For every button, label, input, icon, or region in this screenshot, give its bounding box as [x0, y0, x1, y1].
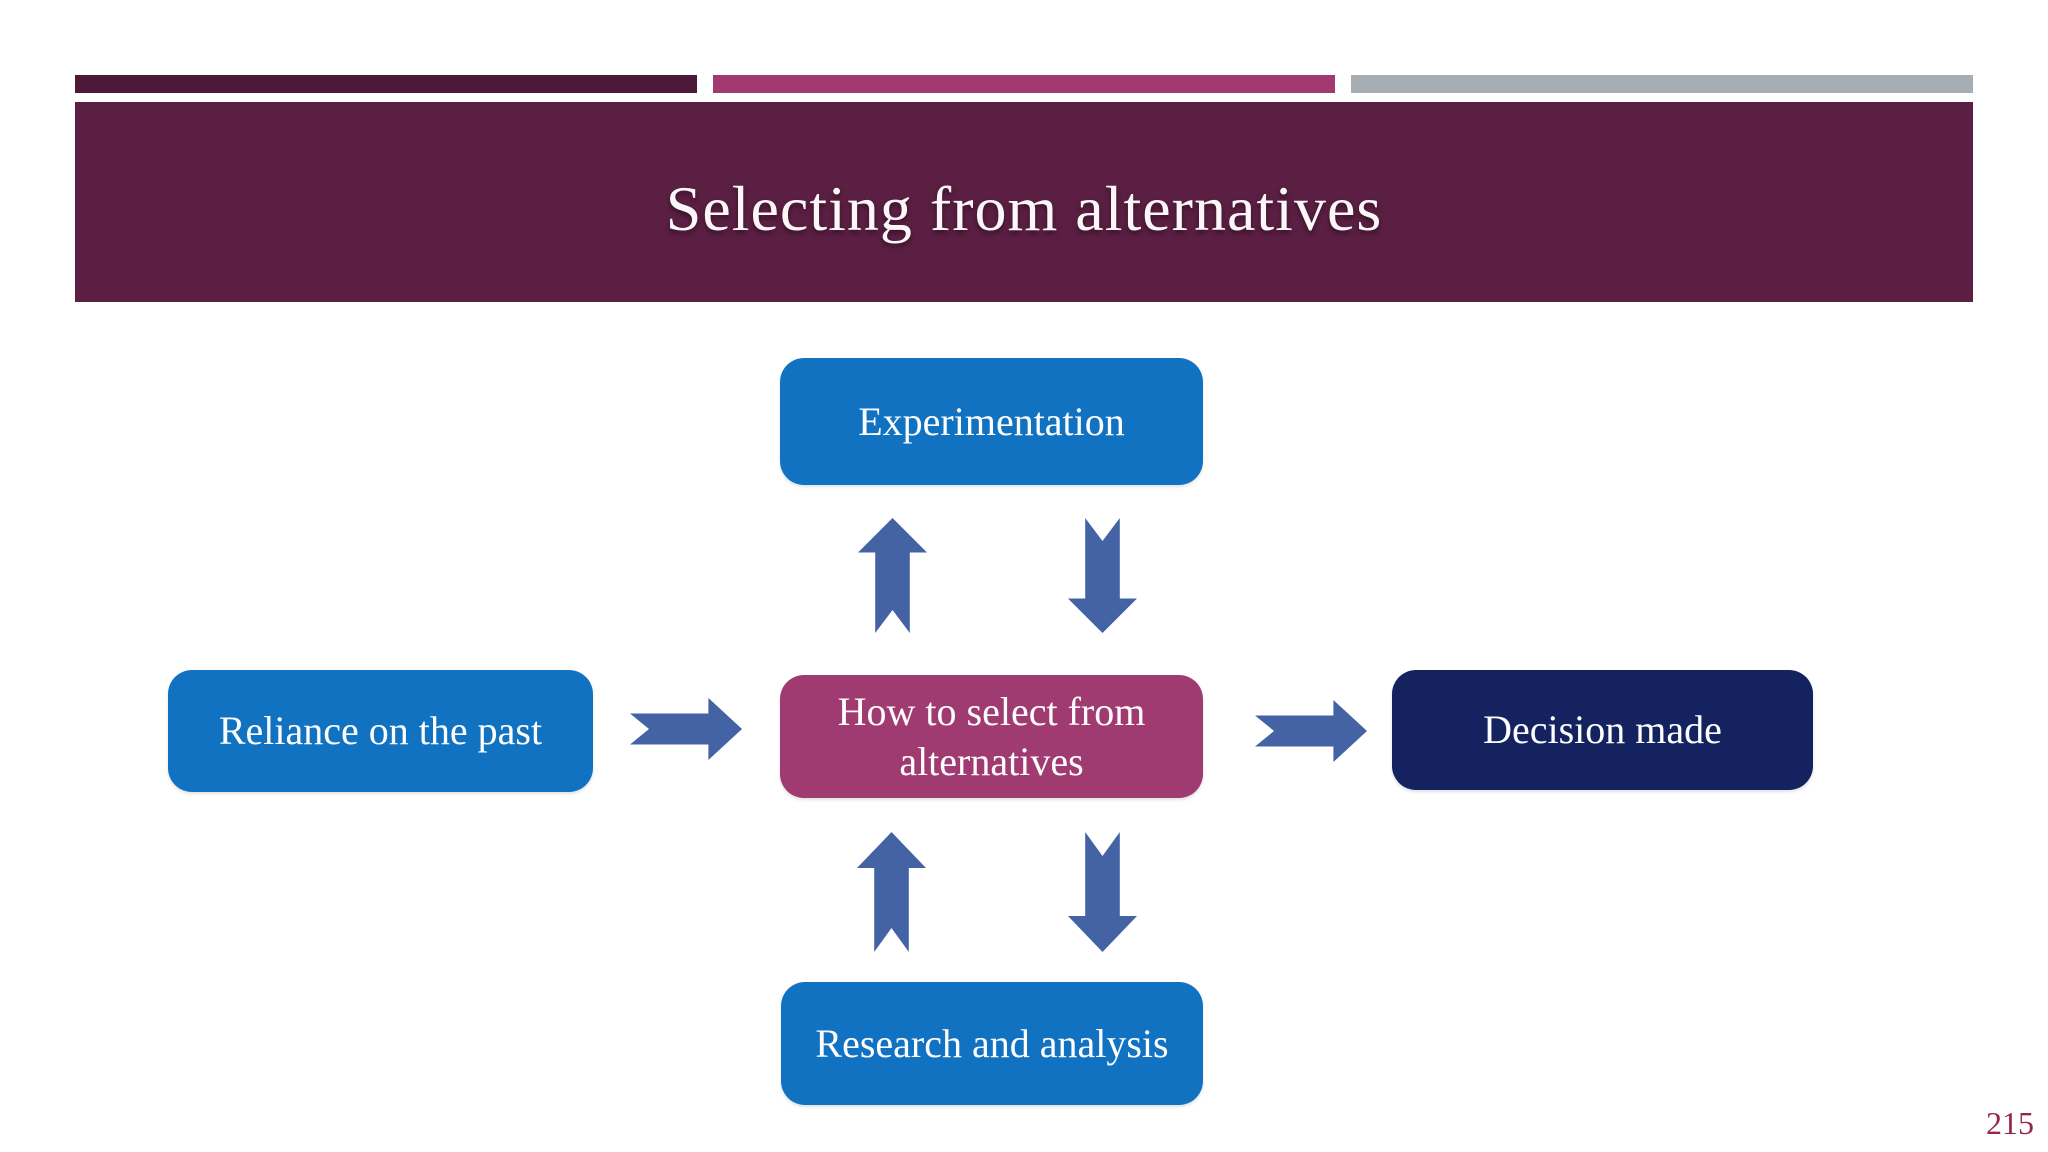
accent-bar-maroon [75, 75, 697, 93]
node-research-label: Research and analysis [815, 1020, 1169, 1066]
title-band: Selecting from alternatives [75, 102, 1973, 302]
arrow-up-icon [857, 832, 926, 952]
node-research-and-analysis: Research and analysis [781, 982, 1203, 1105]
accent-bar-gray [1351, 75, 1973, 93]
node-decision-made: Decision made [1392, 670, 1813, 790]
node-experimentation: Experimentation [780, 358, 1203, 485]
node-decision-label: Decision made [1483, 707, 1722, 752]
node-experimentation-label: Experimentation [858, 398, 1125, 444]
node-reliance-label: Reliance on the past [218, 708, 543, 753]
arrow-right-icon [1255, 700, 1367, 762]
arrow-up-icon [858, 518, 927, 633]
arrow-right-icon [630, 698, 742, 760]
arrow-down-icon [1068, 832, 1137, 952]
node-reliance-on-the-past: Reliance on the past [168, 670, 593, 792]
accent-bar-magenta [713, 75, 1335, 93]
node-how-to-select: How to select from alternatives [780, 675, 1203, 798]
node-how-to-select-label: How to select from alternatives [837, 688, 1146, 784]
arrow-down-icon [1068, 518, 1137, 633]
slide-title: Selecting from alternatives [665, 173, 1383, 244]
page-number: 215 [1986, 1105, 2034, 1141]
